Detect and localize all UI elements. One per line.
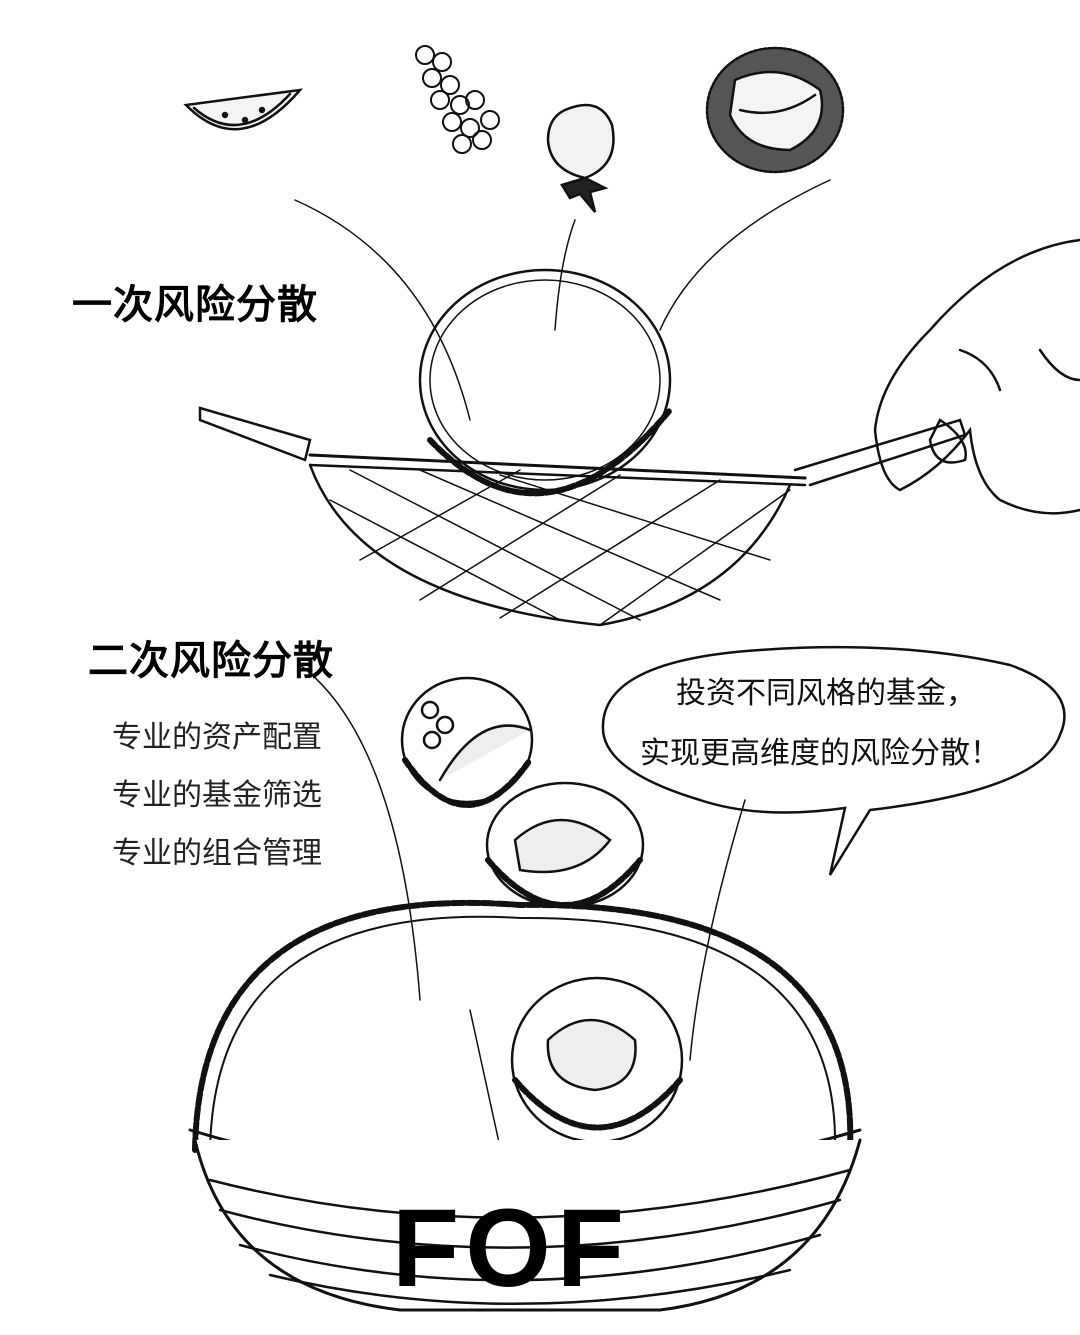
durian-icon <box>705 46 845 174</box>
fof-basket-label: FOF <box>392 1187 630 1310</box>
speech-bubble-line-2: 实现更高维度的风险分散！ <box>640 736 1000 771</box>
first-risk-diversification-heading: 一次风险分散 <box>72 282 318 328</box>
peach-icon <box>546 103 615 213</box>
feature-portfolio-management: 专业的组合管理 <box>112 836 322 871</box>
basket-icon <box>418 268 673 497</box>
small-basket-icon <box>400 676 534 808</box>
speech-bubble-line-1: 投资不同风格的基金， <box>676 676 976 711</box>
small-basket-icon <box>510 976 684 1144</box>
second-risk-diversification-heading: 二次风险分散 <box>88 638 334 684</box>
small-basket-icon <box>485 781 645 909</box>
grapes-icon <box>415 45 500 154</box>
feature-fund-selection: 专业的基金筛选 <box>112 778 322 813</box>
feature-asset-allocation: 专业的资产配置 <box>112 720 322 755</box>
sieve-icon <box>198 406 967 627</box>
fof-basket-icon <box>188 899 862 1312</box>
watermelon-icon <box>183 88 304 131</box>
hand-icon <box>873 238 1080 515</box>
speech-bubble <box>601 645 1066 876</box>
